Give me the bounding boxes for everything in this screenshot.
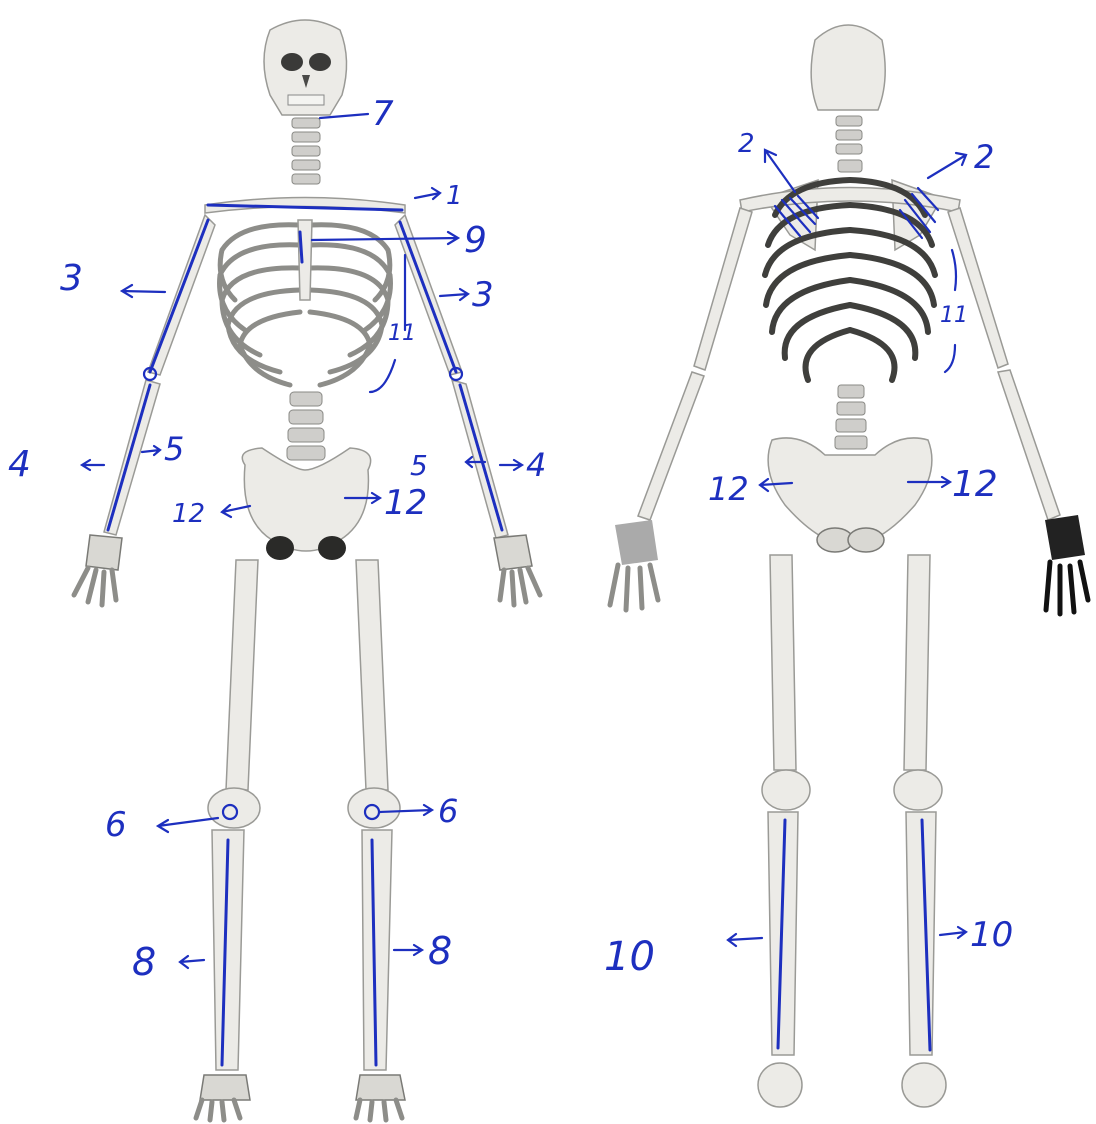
label-front-7: 7: [372, 94, 394, 134]
front-pelvis: [242, 448, 370, 551]
back-pelvis: [768, 438, 932, 545]
label-front-8-left: 8: [132, 940, 156, 984]
label-back-10-right: 10: [970, 915, 1013, 955]
label-back-10-left: 10: [604, 934, 655, 980]
label-back-11: 11: [940, 303, 968, 328]
label-front-8-right: 8: [428, 929, 452, 973]
label-back-12-right: 12: [952, 464, 998, 505]
label-back-12-left: 12: [708, 470, 749, 508]
label-front-1: 1: [446, 181, 463, 211]
front-lumbar-spine: [287, 392, 325, 460]
front-femur-right: [356, 560, 388, 790]
label-front-4-right: 4: [526, 446, 546, 484]
label-front-12-left: 12: [172, 499, 205, 529]
label-front-3-left: 3: [60, 258, 83, 299]
label-front-5-left: 5: [164, 430, 184, 468]
label-front-11: 11: [388, 321, 416, 346]
label-front-4-left: 4: [8, 444, 31, 485]
label-front-9: 9: [464, 220, 487, 261]
back-skeleton: [610, 25, 1088, 1107]
label-back-2-left: 2: [738, 129, 755, 159]
label-front-6-right: 6: [438, 792, 458, 830]
label-front-5-right: 5: [410, 449, 428, 482]
label-front-3-right: 3: [472, 275, 494, 315]
front-tibia-right: [362, 830, 392, 1070]
front-cervical-spine: [292, 118, 320, 184]
front-femur-left: [226, 560, 258, 790]
back-skull: [811, 25, 885, 110]
front-ribcage: [220, 220, 391, 385]
label-front-6-left: 6: [105, 805, 127, 845]
label-front-12-right: 12: [384, 483, 427, 523]
label-back-2-right: 2: [974, 138, 994, 176]
